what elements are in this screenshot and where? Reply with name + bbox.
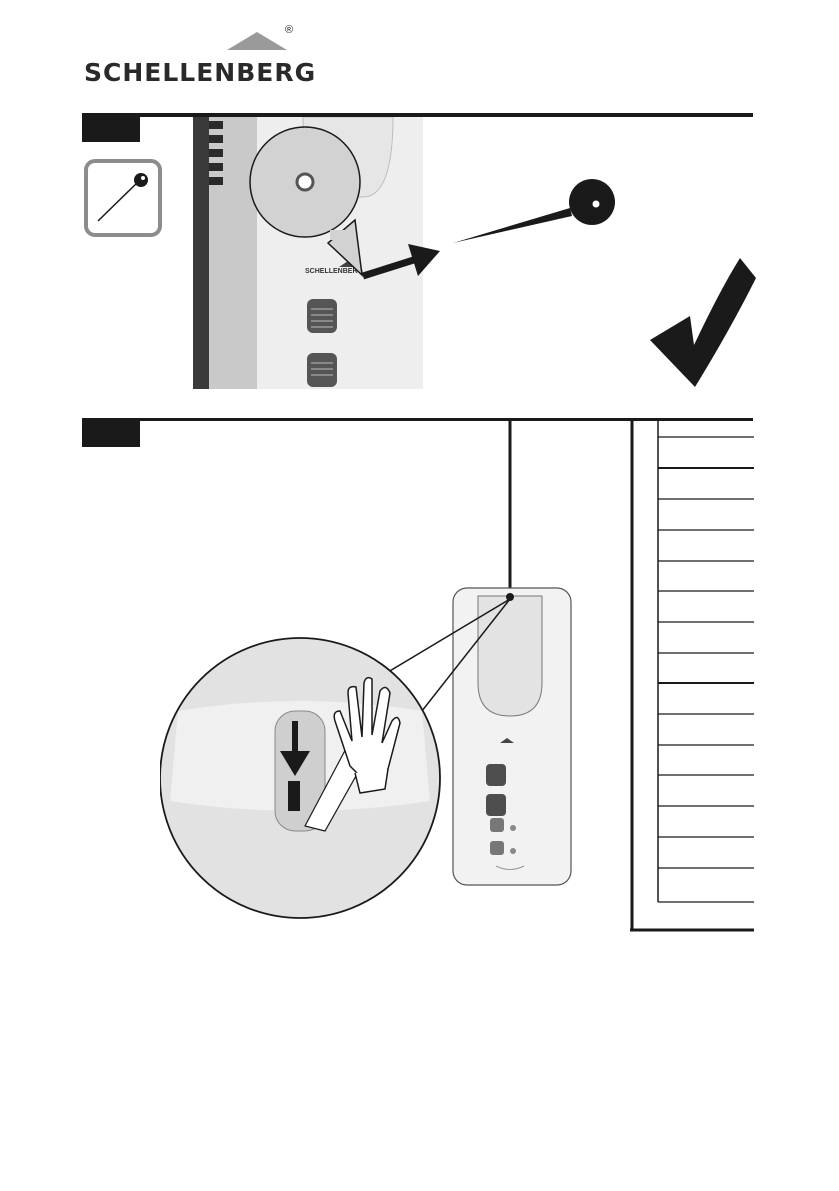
pin-icon [134,173,148,187]
logo-roof-icon [227,32,287,50]
pin-head-icon [569,179,615,225]
brand-name: SCHELLENBERG [84,58,316,87]
check-mark-icon [650,258,756,387]
checklist-table [630,421,754,933]
trademark-symbol: ® [285,24,293,36]
reset-hole-icon [297,174,313,190]
step2-illustration [160,421,580,921]
step2-tab [82,421,140,447]
step1-overlay [240,120,760,400]
pin-needle-icon [453,208,572,243]
step1-tab [82,116,140,142]
pin-tool-icon-box [84,159,164,237]
